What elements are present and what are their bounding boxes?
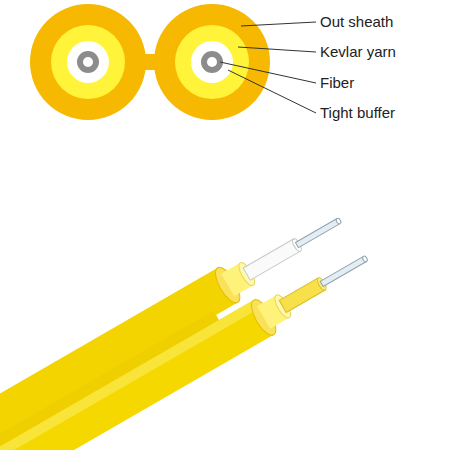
part-label: Kevlar yarn bbox=[320, 43, 396, 61]
part-label: Out sheath bbox=[320, 13, 393, 31]
leader-line bbox=[241, 22, 316, 26]
fiber bbox=[320, 256, 366, 286]
fiber-end bbox=[362, 255, 368, 262]
kevlar-ring bbox=[51, 25, 125, 99]
tight-buffer bbox=[243, 239, 300, 280]
fiber-core bbox=[83, 57, 93, 67]
part-label: Fiber bbox=[320, 74, 354, 92]
part-label: Tight buffer bbox=[320, 104, 395, 122]
kevlar-ring bbox=[175, 25, 249, 99]
fiber-core bbox=[207, 57, 217, 67]
leader-line bbox=[238, 47, 316, 52]
buffer-circle bbox=[191, 41, 233, 83]
fiber-circle bbox=[77, 51, 99, 73]
jacket-highlight bbox=[0, 300, 259, 450]
fiber bbox=[295, 218, 340, 247]
buffer-circle bbox=[67, 41, 109, 83]
leader-lines bbox=[220, 22, 316, 113]
cable-strand bbox=[0, 241, 377, 450]
fiber-circle bbox=[201, 51, 223, 73]
jacket bbox=[0, 300, 274, 450]
zip-web bbox=[120, 55, 180, 69]
leader-line bbox=[220, 62, 316, 83]
cross-section bbox=[30, 4, 270, 120]
leader-line bbox=[228, 70, 316, 113]
cable-3d bbox=[0, 201, 377, 450]
fiber-end bbox=[335, 217, 341, 224]
